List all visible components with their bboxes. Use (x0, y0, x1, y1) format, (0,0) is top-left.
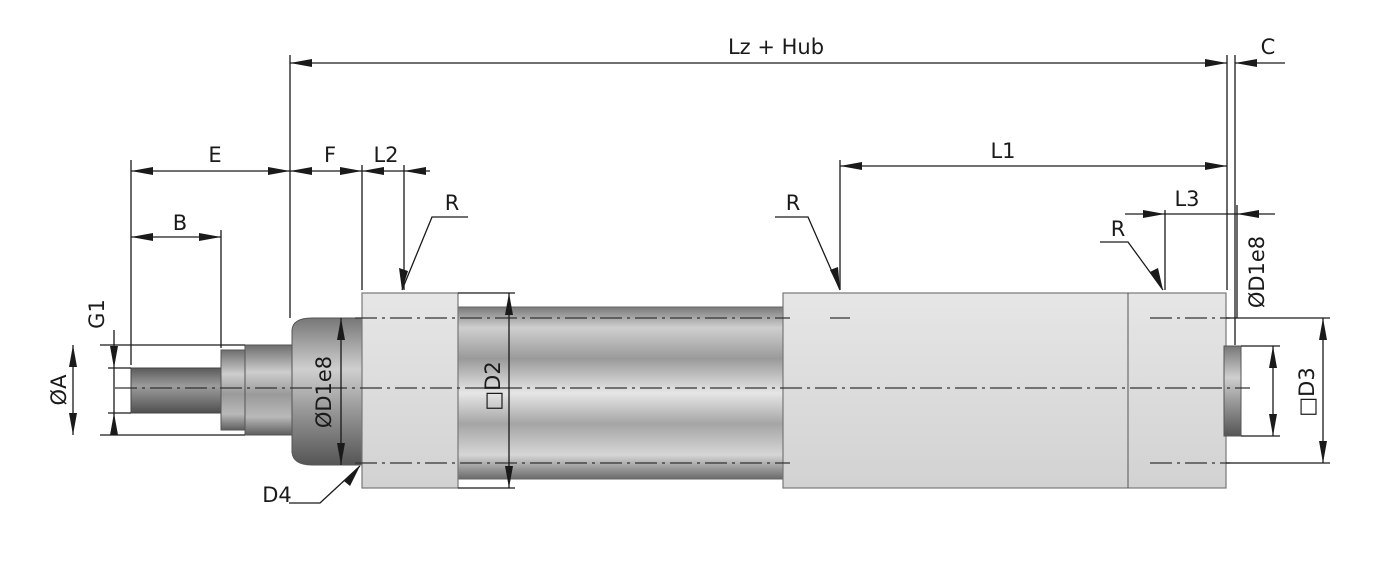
label-e: E (208, 143, 221, 167)
label-r-front: R (445, 191, 460, 215)
label-f: F (324, 143, 336, 167)
label-d3: □D3 (1295, 367, 1319, 416)
label-c: C (1261, 35, 1276, 59)
label-d2: □D2 (481, 361, 505, 410)
rear-head-block (782, 292, 1227, 489)
label-l1: L1 (990, 139, 1015, 163)
center-lines (115, 317, 1250, 464)
label-a: ØA (47, 374, 71, 406)
label-g1: G1 (85, 299, 109, 329)
rear-spigot (1223, 345, 1242, 437)
label-d1e8-right: ØD1e8 (1245, 236, 1269, 308)
piston-rod (244, 344, 294, 436)
arrowheads (69, 59, 1327, 488)
front-head-block (361, 292, 459, 489)
label-l3: L3 (1174, 187, 1199, 211)
extension-lines (100, 55, 1330, 489)
thread-end (130, 367, 224, 414)
label-lz-hub: Lz + Hub (728, 35, 824, 59)
dimension-labels: Lz + Hub C E F L2 L1 B R R R L3 G1 ØA ØD… (47, 35, 1319, 507)
label-r-rear: R (1111, 217, 1126, 241)
barrel-tube (456, 306, 785, 480)
label-d4: D4 (262, 483, 292, 507)
label-l2: L2 (373, 143, 398, 167)
label-r-mid: R (786, 191, 801, 215)
label-b: B (173, 211, 187, 235)
cylinder-body (130, 292, 1242, 489)
label-d1e8-left: ØD1e8 (312, 356, 336, 428)
rod-step (220, 349, 248, 431)
